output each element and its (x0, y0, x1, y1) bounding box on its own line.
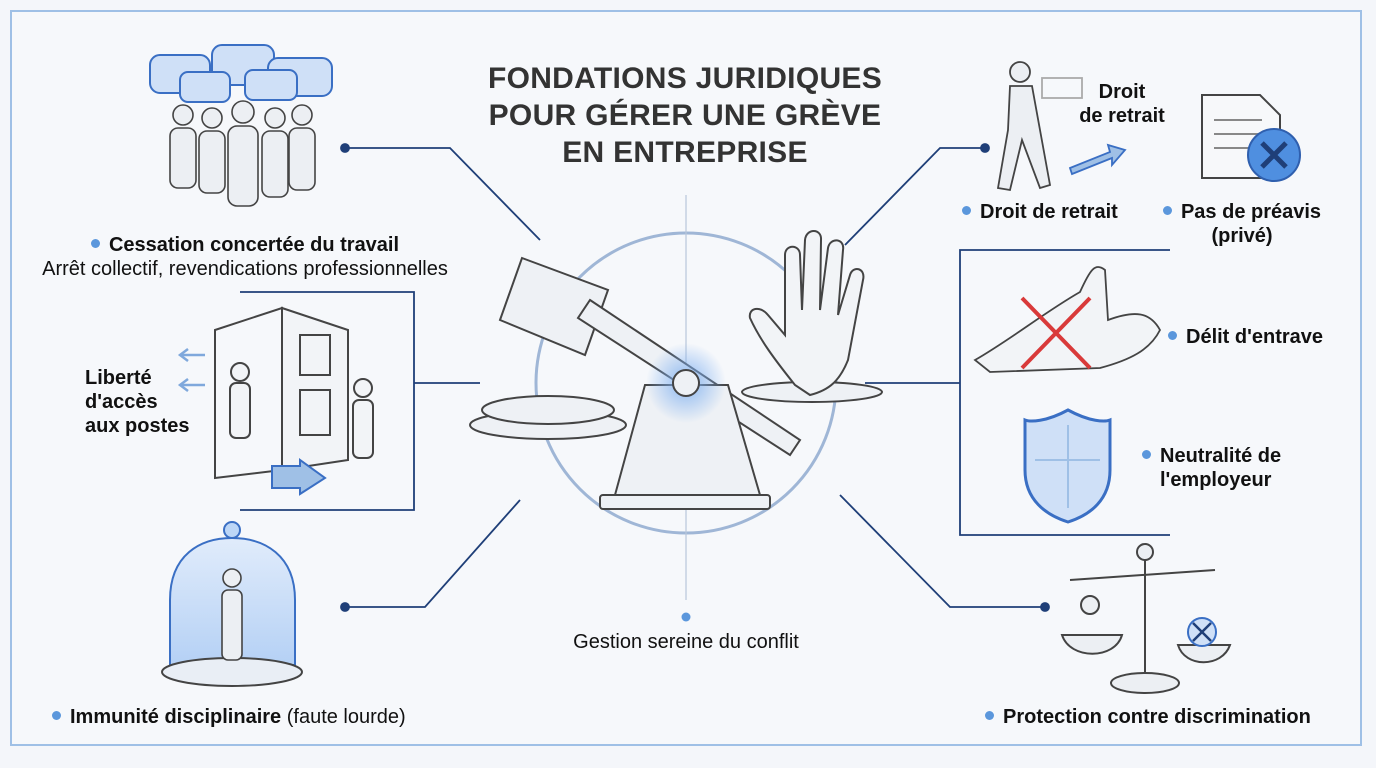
crowd-speech-icon (149, 44, 333, 207)
protection-label: Protection contre discrimination (985, 705, 1355, 729)
cessation-subtitle: Arrêt collectif, revendications professi… (42, 258, 448, 280)
title-line-1: FONDATIONS JURIDIQUES (487, 62, 883, 95)
liberte-label: Liberté d'accès aux postes (85, 366, 205, 438)
balance-scale-icon (1060, 543, 1232, 694)
bullet-dot (962, 206, 971, 216)
bullet-dot (985, 711, 994, 721)
liberte-line-2: d'accès (85, 391, 158, 413)
delit-label: Délit d'entrave (1168, 325, 1348, 349)
title-line-3: EN ENTREPRISE (562, 136, 808, 169)
delit-title: Délit d'entrave (1186, 326, 1324, 348)
glass-dome-icon (161, 521, 303, 687)
droit-retrait-sign: Droit de retrait (1074, 80, 1170, 128)
immunite-suffix: (faute lourde) (286, 706, 406, 728)
center-caption: Gestion sereine du conflit (573, 631, 799, 653)
liberte-line-1: Liberté (85, 367, 152, 389)
neutralite-label: Neutralité de l'employeur (1142, 444, 1332, 492)
neutralite-line-2: l'employeur (1160, 469, 1272, 491)
bullet-dot (90, 239, 100, 249)
droit-retrait-label: Droit de retrait (962, 200, 1152, 224)
droit-retrait-sign-line-1: Droit (1098, 81, 1146, 103)
page-title: FONDATIONS JURIDIQUES POUR GÉRER UNE GRÈ… (470, 60, 900, 171)
door-exit-icon (177, 306, 374, 496)
bullet-dot (1162, 206, 1172, 216)
cessation-label: Cessation concertée du travail Arrêt col… (40, 233, 450, 281)
document-cancel-icon (1201, 94, 1301, 182)
pas-preavis-label: Pas de préavis (privé) (1158, 200, 1326, 248)
hand-stop-icon (973, 266, 1162, 373)
bullet-dot (1168, 331, 1177, 341)
cessation-title: Cessation concertée du travail (108, 234, 400, 256)
pivot-icon (672, 369, 700, 397)
pas-preavis-line-1: Pas de préavis (1180, 201, 1322, 223)
bullet-dot (1142, 450, 1151, 460)
bullet-dot (52, 711, 61, 721)
immunite-label: Immunité disciplinaire (faute lourde) (52, 705, 452, 729)
droit-retrait-title: Droit de retrait (980, 201, 1118, 223)
walking-person-icon (996, 61, 1127, 192)
raised-hand-icon (748, 230, 865, 397)
liberte-line-3: aux postes (85, 415, 190, 437)
protection-title: Protection contre discrimination (1003, 706, 1311, 728)
droit-retrait-sign-line-2: de retrait (1079, 105, 1165, 127)
connector-lines (240, 143, 1170, 612)
shield-icon (1023, 408, 1112, 524)
immunite-title: Immunité disciplinaire (70, 706, 282, 728)
pas-preavis-line-2: (privé) (1211, 225, 1273, 247)
title-line-2: POUR GÉRER UNE GRÈVE (488, 99, 882, 132)
neutralite-line-1: Neutralité de (1160, 445, 1282, 467)
